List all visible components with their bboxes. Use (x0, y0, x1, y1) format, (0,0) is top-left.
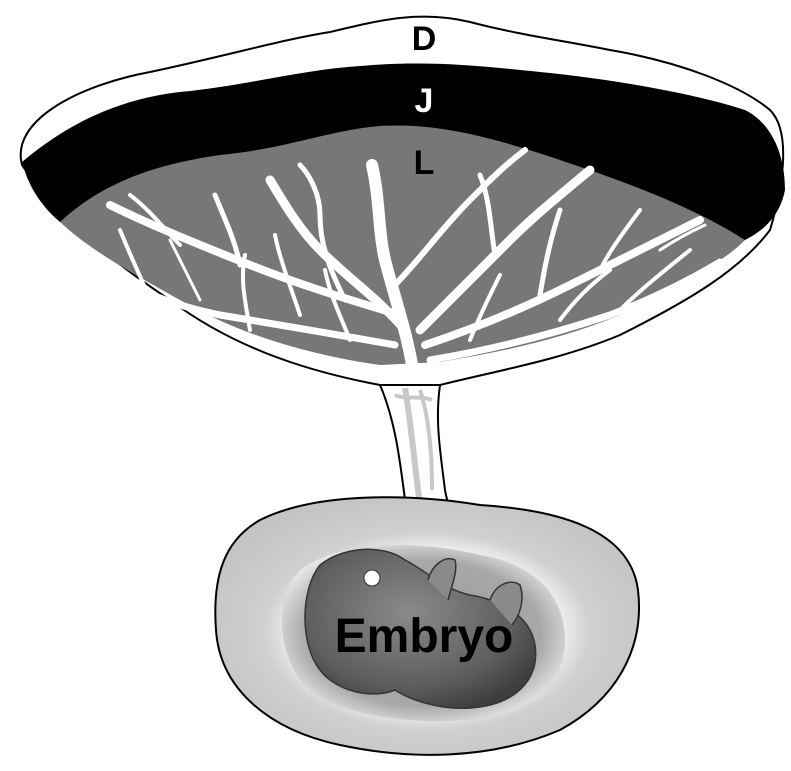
label-junctional-zone: J (415, 82, 434, 120)
label-labyrinth: L (414, 144, 435, 182)
label-embryo: Embryo (335, 610, 514, 663)
embryo-eye (364, 570, 380, 586)
label-decidua: D (412, 20, 437, 58)
